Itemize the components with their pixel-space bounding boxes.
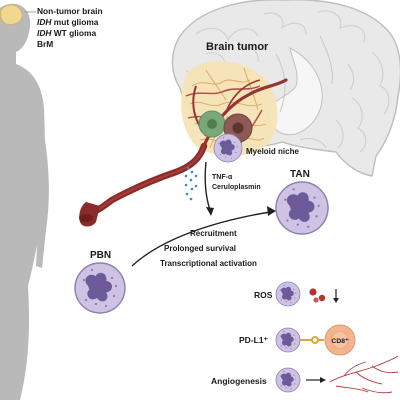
pbn-label: PBN — [90, 250, 111, 261]
peripheral-blood-neutrophil — [74, 262, 126, 314]
tnf-label: TNF-α — [212, 174, 233, 181]
neutrophil-granule — [285, 387, 287, 389]
transcriptional-activation-label: Transcriptional activation — [160, 259, 257, 268]
angiogenesis-neutrophil — [275, 367, 301, 393]
neutrophil-nucleus — [281, 332, 294, 347]
ceruloplasmin-label: Ceruloplasmin — [212, 184, 261, 191]
neutrophil-granule — [293, 374, 295, 376]
neutrophil-granule — [286, 219, 289, 222]
neutrophil-nucleus — [286, 192, 315, 222]
neutrophil-granule — [219, 154, 221, 156]
legend-item-non-tumor-brain: Non-tumor brain — [37, 6, 103, 16]
neutrophil-granule — [82, 278, 86, 282]
neutrophil-granule — [225, 156, 227, 158]
arrowheads — [206, 206, 276, 216]
neutrophil-granule — [294, 383, 296, 385]
legend-item-idh-mut-glioma: IDH mut glioma — [37, 17, 99, 27]
tumor-type-legend: Non-tumor brain IDH mut glioma IDH WT gl… — [37, 6, 103, 50]
myeloid-to-tan-arrow — [204, 161, 211, 211]
pdl1-receptor — [300, 336, 324, 344]
pdl1-neutrophil — [275, 327, 301, 353]
new-vessels-icon — [329, 355, 399, 394]
neutrophil-granule — [315, 215, 318, 218]
tnf-secretion-dots — [184, 166, 198, 201]
neutrophil-granule — [285, 301, 287, 303]
tan-arrowhead-2 — [267, 206, 276, 216]
neutrophil-granule — [94, 302, 98, 306]
neutrophil-granule — [293, 288, 295, 290]
neutrophil-granule — [279, 375, 281, 377]
neutrophil-granule — [222, 137, 225, 139]
neutrophil-granule — [110, 276, 114, 280]
neutrophil-granule — [293, 334, 295, 336]
neutrophil-granule — [112, 294, 116, 298]
pbn-to-tan-arrow — [131, 211, 271, 267]
neutrophil-nucleus — [281, 372, 294, 387]
neutrophil-granule — [283, 370, 285, 372]
neutrophil-granule — [218, 142, 220, 145]
neutrophil-granule — [280, 299, 282, 301]
myeloid-niche-label: Myeloid niche — [246, 147, 299, 156]
brain-tumor-label: Brain tumor — [206, 41, 269, 53]
neutrophil-granule — [294, 297, 296, 299]
neutrophil-nucleus — [281, 286, 294, 301]
neutrophil-granule — [295, 378, 297, 380]
neutrophil-granule — [307, 225, 310, 228]
neutrophil-granule — [280, 345, 282, 347]
neutrophil-granule — [90, 268, 94, 272]
neutrophil-granule — [234, 141, 236, 144]
neutrophil-granule — [235, 151, 237, 154]
angiogenesis-arrow — [306, 377, 326, 383]
legend-item-brm: BrM — [37, 39, 54, 49]
neutrophil-granule — [292, 188, 295, 191]
angiogenesis-label: Angiogenesis — [211, 376, 267, 386]
ros-neutrophil — [275, 281, 301, 307]
neutrophil-granule — [290, 388, 292, 390]
arrows — [131, 161, 271, 267]
recruitment-label: Recruitment — [190, 229, 237, 238]
neutrophil-granule — [230, 157, 232, 159]
blood-vessel — [79, 78, 288, 227]
tumor-associated-neutrophil — [275, 181, 329, 235]
cd8-label: CD8⁺ — [331, 338, 349, 345]
cd8-t-cell — [324, 324, 356, 356]
neutrophil-granule — [104, 304, 108, 308]
neutrophil-granule — [279, 335, 281, 337]
ros-down-arrow — [333, 289, 339, 303]
neutrophil-granule — [295, 338, 297, 340]
neutrophil-granule — [294, 343, 296, 345]
neutrophil-granule — [290, 302, 292, 304]
human-silhouette — [0, 3, 49, 400]
neutrophil-granule — [285, 347, 287, 349]
neutrophil-granule — [295, 292, 297, 294]
neutrophil-granule — [296, 223, 299, 226]
tan-arrowhead — [206, 207, 214, 216]
tumor-cell-green — [198, 110, 226, 138]
neutrophil-granule — [236, 146, 238, 148]
neutrophil-granule — [283, 330, 285, 332]
legend-item-idh-wt-glioma: IDH WT glioma — [37, 28, 97, 38]
neutrophil-granule — [290, 348, 292, 350]
neutrophil-granule — [313, 196, 316, 199]
neutrophil-nucleus — [219, 139, 235, 156]
neutrophil-granule — [284, 198, 287, 201]
neutrophil-nucleus — [85, 272, 112, 302]
neutrophil-granule — [283, 284, 285, 286]
prolonged-survival-label: Prolonged survival — [164, 244, 236, 253]
myeloid-niche-neutrophil — [213, 133, 243, 163]
neutrophil-granule — [317, 204, 320, 208]
ros-label: ROS — [254, 290, 273, 300]
neutrophil-granule — [280, 385, 282, 387]
brain-region-icon — [0, 4, 23, 25]
neutrophil-granule — [84, 298, 88, 302]
ros-droplets — [309, 288, 326, 303]
tan-label: TAN — [290, 169, 310, 180]
neutrophil-granule — [279, 289, 281, 291]
neutrophil-granule — [114, 284, 118, 288]
pdl1-label: PD-L1⁺ — [239, 335, 269, 345]
